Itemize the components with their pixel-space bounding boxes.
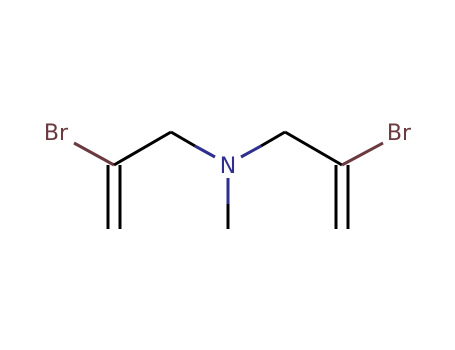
atom-label-nitrogen: N [220,154,236,179]
bond-ch2-c2-right [284,130,343,167]
bond-ch2-n-left-a [170,130,196,148]
bonds [73,130,384,229]
atom-label-br-right: Br [387,121,412,146]
bond-c-br-right [341,141,384,167]
bond-n-ch2-right-b [260,130,286,148]
bond-ch2-n-left-b [194,144,216,159]
bond-c2-ch2-left [113,130,172,167]
bond-br-left-c [73,141,115,167]
bond-n-ch2-right-a [240,144,262,159]
atom-label-br-left: Br [44,121,69,146]
